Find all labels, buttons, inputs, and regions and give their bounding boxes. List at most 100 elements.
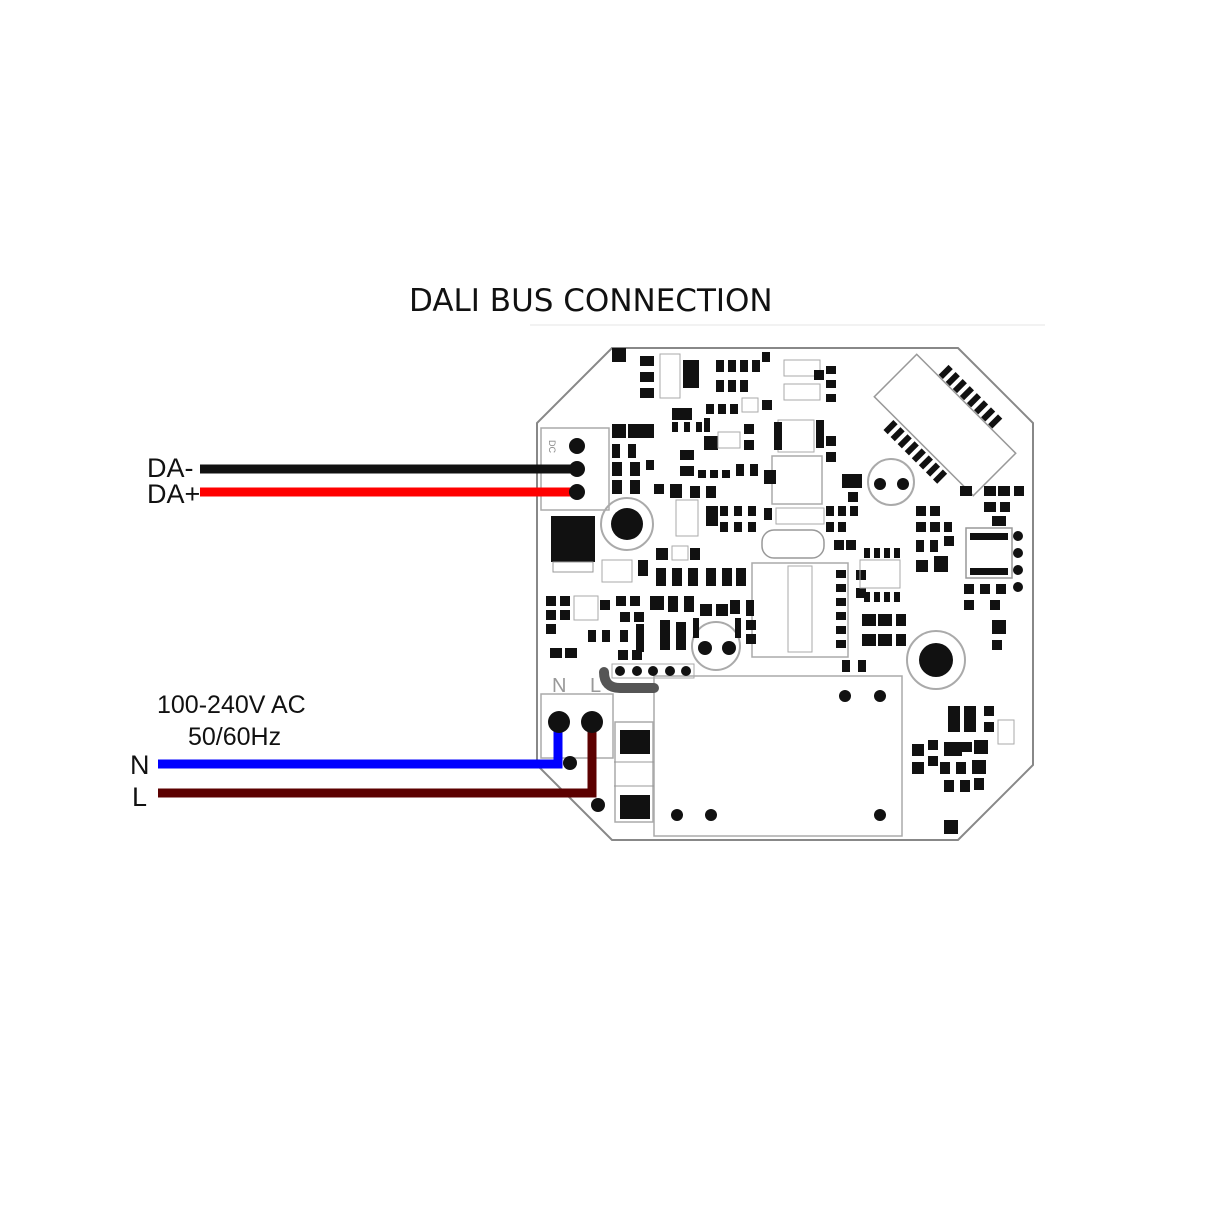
smd-component bbox=[612, 462, 622, 476]
smd-component bbox=[984, 502, 996, 512]
smd-component bbox=[746, 634, 756, 644]
neutral-label: N bbox=[130, 750, 150, 780]
smd-component bbox=[690, 548, 700, 560]
smd-component bbox=[1000, 502, 1010, 512]
smd-component bbox=[628, 444, 636, 458]
smd-component bbox=[600, 600, 610, 610]
smd-component bbox=[690, 486, 700, 498]
smd-component bbox=[716, 360, 724, 372]
smd-component bbox=[912, 762, 924, 774]
smd-component bbox=[992, 640, 1002, 650]
smd-component bbox=[640, 356, 654, 366]
smd-component bbox=[722, 568, 732, 586]
smd-component bbox=[836, 598, 846, 606]
smd-component bbox=[634, 612, 644, 622]
diagram-title: DALI BUS CONNECTION bbox=[409, 283, 773, 319]
smd-component bbox=[706, 506, 718, 526]
smd-component bbox=[632, 650, 642, 660]
smd-component bbox=[964, 706, 976, 732]
smd-component bbox=[862, 614, 876, 626]
smd-component bbox=[675, 499, 699, 537]
smd-component bbox=[916, 522, 926, 532]
smd-component bbox=[944, 780, 954, 792]
smd-component bbox=[972, 760, 986, 774]
smd-component bbox=[1014, 486, 1024, 496]
ic-footprint bbox=[552, 561, 594, 573]
smd-component bbox=[974, 740, 988, 754]
smd-component bbox=[960, 486, 972, 496]
smd-component bbox=[656, 568, 666, 586]
neutral-solder-point bbox=[563, 756, 577, 770]
smd-component bbox=[640, 424, 654, 438]
terminal-l-label: L bbox=[590, 675, 601, 697]
smd-component bbox=[842, 474, 862, 488]
smd-component bbox=[730, 404, 738, 414]
mounting-hole-left bbox=[600, 497, 654, 551]
smd-component bbox=[546, 610, 556, 620]
crystal bbox=[761, 529, 825, 559]
smd-component bbox=[774, 422, 782, 450]
smd-component bbox=[740, 360, 748, 372]
da-plus-label: DA+ bbox=[147, 479, 200, 509]
smd-component bbox=[944, 742, 962, 756]
main-ic bbox=[551, 516, 595, 562]
header-pins bbox=[611, 663, 695, 679]
smd-component bbox=[884, 592, 890, 602]
frequency-spec: 50/60Hz bbox=[188, 723, 281, 751]
dc-mark: DC bbox=[547, 440, 557, 453]
smd-component bbox=[706, 404, 714, 414]
smd-component bbox=[984, 722, 994, 732]
smd-component bbox=[826, 394, 836, 402]
smd-component bbox=[630, 596, 640, 606]
smd-component bbox=[612, 480, 622, 494]
smd-component bbox=[836, 612, 846, 620]
da-plus-terminal bbox=[569, 484, 585, 500]
smd-component bbox=[656, 548, 668, 560]
smd-component bbox=[878, 614, 892, 626]
smd-component bbox=[671, 545, 689, 561]
smd-component bbox=[680, 450, 694, 460]
smd-component bbox=[874, 592, 880, 602]
smd-component bbox=[620, 612, 630, 622]
smd-component bbox=[834, 540, 844, 550]
smd-component bbox=[660, 620, 670, 650]
ribbon-connector bbox=[873, 353, 1017, 497]
smd-component bbox=[700, 604, 712, 616]
smd-component bbox=[706, 486, 716, 498]
smd-component bbox=[916, 506, 926, 516]
smd-component bbox=[948, 706, 960, 732]
smd-component bbox=[676, 622, 686, 650]
smd-component bbox=[858, 660, 866, 672]
smd-component bbox=[716, 604, 728, 616]
smd-component bbox=[916, 560, 928, 572]
smd-component bbox=[740, 380, 748, 392]
smd-component bbox=[894, 548, 900, 558]
smd-component bbox=[836, 584, 846, 592]
smd-component bbox=[878, 634, 892, 646]
neutral-wire bbox=[158, 722, 563, 769]
smd-component bbox=[783, 383, 821, 401]
smd-component bbox=[783, 359, 821, 377]
smd-component bbox=[775, 507, 825, 525]
smd-component bbox=[670, 484, 682, 498]
smd-component bbox=[826, 522, 834, 532]
smd-component bbox=[672, 568, 682, 586]
smd-component bbox=[746, 600, 754, 616]
smd-component bbox=[864, 592, 870, 602]
smd-component bbox=[546, 596, 556, 606]
controller-pcb: DC bbox=[536, 347, 1034, 841]
smd-component bbox=[964, 600, 974, 610]
smd-component bbox=[744, 424, 754, 434]
smd-component bbox=[704, 436, 718, 450]
dali-bus-wires bbox=[200, 438, 585, 500]
smd-component bbox=[720, 506, 728, 516]
smd-component bbox=[636, 624, 644, 652]
smd-component bbox=[659, 353, 681, 399]
smd-component bbox=[930, 506, 940, 516]
smd-component bbox=[764, 470, 776, 484]
dali-spare-terminal bbox=[569, 438, 585, 454]
smd-component bbox=[912, 744, 924, 756]
power-module bbox=[653, 675, 903, 837]
smd-component bbox=[720, 522, 728, 532]
smd-component bbox=[717, 431, 741, 449]
